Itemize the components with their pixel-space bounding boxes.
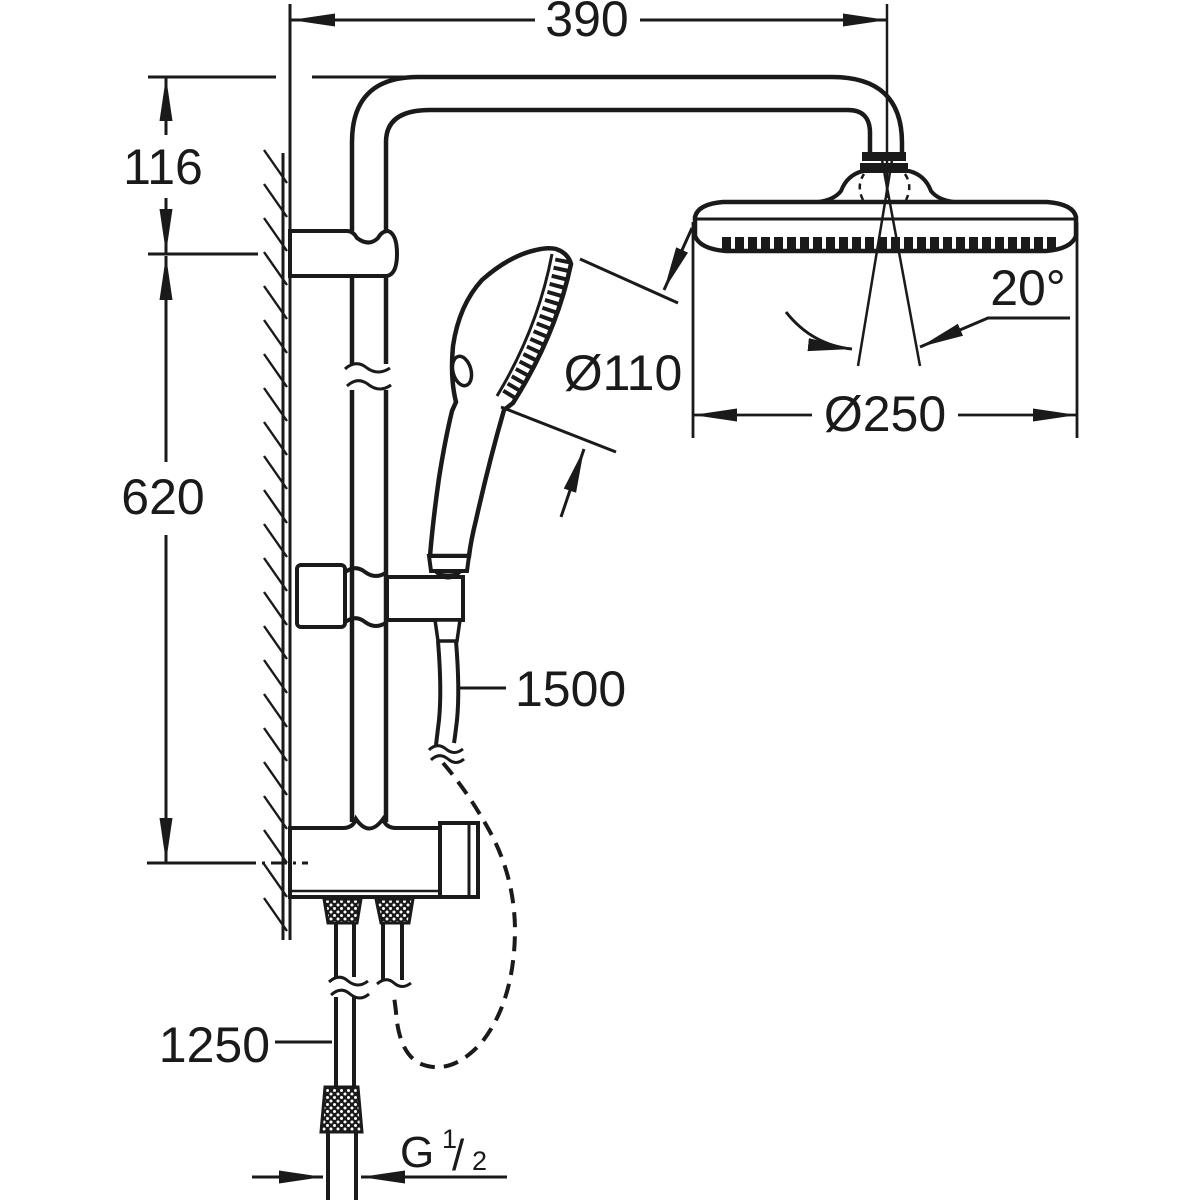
shower-rail [343,276,392,822]
dim-20deg-label: 20° [990,260,1066,316]
dim-1500: 1500 [460,661,626,717]
holder-clamp-bottom [342,616,389,628]
dim-110: Ø110 [500,227,694,518]
hand-shower [426,245,574,573]
hose-right-edge [452,640,461,744]
dim-110-leader-upper [662,227,694,291]
spray-angle-line-right [880,159,922,367]
holder-socket-shadow [431,569,465,580]
head-nozzle-band [722,237,1056,251]
hand-shower-mode-button [450,354,474,388]
dim-250-label: Ø250 [824,386,946,442]
dim-110-ext-upper [579,257,679,305]
slider-holder [295,563,465,643]
overhead-shower [692,152,1079,254]
hand-shower-face-inner-line [495,253,554,397]
hose-coupling [319,1085,364,1134]
wall-hatching [263,149,288,932]
dim-1250-label: 1250 [159,1017,270,1073]
supply-connections [319,897,415,1200]
wall-bracket-bottom [288,814,480,899]
dim-20deg: 20° [784,159,1070,367]
ball-joint-dashed-arc-left [858,173,866,201]
dim-110-ext-lower [500,405,617,454]
dim-110-leader-lower [559,448,586,518]
head-connector-ring-1 [862,152,906,161]
supply-hose-break-wave-1 [327,975,369,987]
wall-bracket-top [288,228,400,278]
hand-shower-grip-end [426,554,472,573]
dim-390: 390 [291,0,889,198]
top-bracket-body [288,228,400,278]
knurled-nut-right [374,897,415,925]
dim-620: 620 [121,252,308,865]
dim-620-label: 620 [121,469,204,525]
outlet-stub-break-wave [376,978,412,988]
wall [263,4,292,940]
dim-390-label: 390 [545,0,628,47]
dim-116: 116 [123,75,413,253]
dim-116-label: 116 [123,139,203,195]
holder-clamp-top [342,566,389,578]
spray-angle-arc-arrow [784,311,853,352]
dim-1250: 1250 [159,1017,332,1073]
bottom-bracket-body [288,814,442,899]
hose-break-wave-1 [427,744,464,754]
hand-shower-spray-face [500,257,571,403]
knurled-nut-left [322,897,363,925]
holder-wall-plate [295,563,347,629]
rail-break-wave-2 [345,379,392,391]
spray-angle-line-left [856,159,894,367]
hose-dashed-loop [392,761,518,1070]
thread-label-numerator: 1 [442,1124,457,1154]
ball-joint-dashed-arc-right [903,173,911,201]
pipe-inner-edge [383,107,873,231]
rail-break-wave-1 [343,362,391,374]
thread-label-denominator: 2 [472,1146,487,1176]
dim-1500-label: 1500 [515,661,626,717]
thread-label-slash: / [452,1131,465,1180]
hand-shower-outline [427,245,574,559]
holder-arm [385,575,465,622]
thread-label-g: G [400,1128,434,1177]
spray-angle-leader [919,316,1070,349]
diverter-knob [438,821,480,899]
pipe-outer-edge [349,74,905,231]
hose-break-wave-2 [429,754,465,764]
hose-nut [432,618,463,643]
shower-arm-pipe [349,74,905,231]
hose-left-edge [434,640,443,746]
supply-hose-break-wave-2 [329,988,370,1000]
shower-hose [392,640,518,1070]
dim-thread: G 1 / 2 [252,1124,507,1184]
dim-250: Ø250 [691,222,1079,442]
dim-110-label: Ø110 [564,345,683,401]
